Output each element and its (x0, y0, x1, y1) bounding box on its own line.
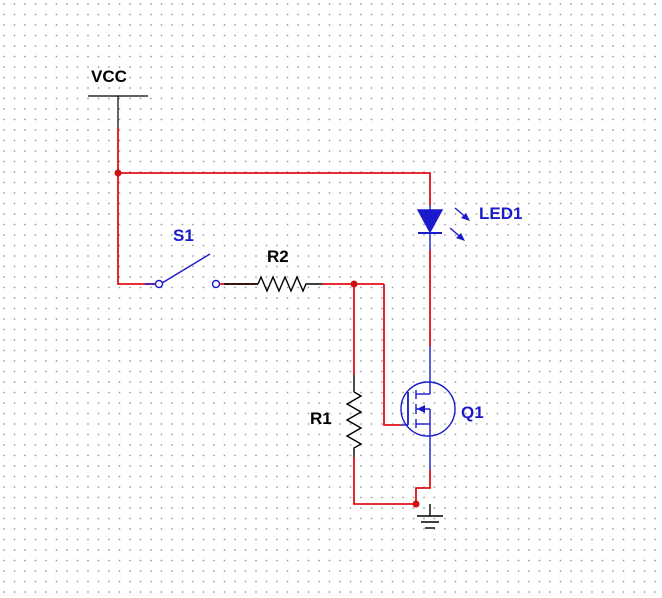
junctions (114, 169, 420, 508)
switch-terminal-left (154, 279, 164, 289)
switch-s1[interactable] (145, 253, 221, 289)
vcc-symbol[interactable]: VCC (88, 67, 148, 128)
wire-vcc-to-led (118, 172, 431, 205)
switch-blade (161, 253, 211, 284)
vcc-label: VCC (91, 67, 127, 86)
junction-ground (412, 500, 420, 508)
resistor-r2[interactable] (224, 275, 322, 293)
wire-r1-to-ground (353, 457, 416, 505)
mosfet-arrow (417, 405, 425, 413)
led1-label: LED1 (479, 204, 522, 223)
junction-vcc (114, 169, 122, 177)
wire-to-gate (383, 284, 401, 426)
mosfet-body (400, 381, 456, 437)
switch-terminal-right (211, 279, 221, 289)
mosfet-q1[interactable] (400, 346, 456, 470)
led1[interactable] (416, 205, 470, 250)
wire-vcc-to-switch (117, 128, 155, 285)
wire-source-to-ground (415, 470, 431, 504)
resistor-r1[interactable] (345, 375, 363, 457)
resistor-r2-label: R2 (267, 247, 289, 266)
led-triangle (416, 209, 444, 234)
switch-s1-label: S1 (173, 226, 194, 245)
wires (117, 128, 431, 505)
ground-symbol[interactable] (417, 504, 443, 529)
resistor-r1-label: R1 (310, 409, 332, 428)
junction-gate-node (350, 280, 358, 288)
mosfet-q1-label: Q1 (461, 403, 484, 422)
